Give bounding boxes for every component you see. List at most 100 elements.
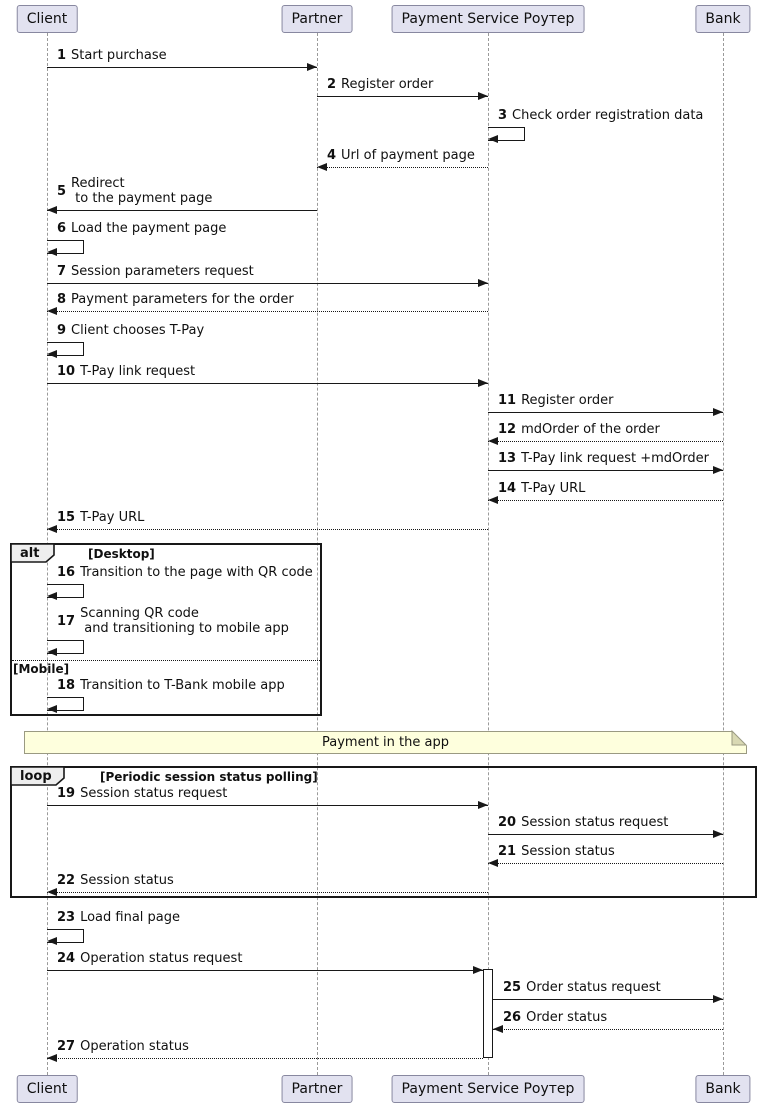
message-line [47, 283, 488, 284]
arrowhead [47, 648, 57, 656]
message-line [47, 805, 488, 806]
arrowhead [713, 830, 723, 838]
message-text: Order status request [526, 980, 661, 995]
message-number: 24 [57, 951, 76, 966]
message-line [317, 96, 488, 97]
message-text: Register order [341, 77, 434, 92]
message-text: mdOrder of the order [521, 422, 660, 437]
message-line [47, 529, 488, 530]
message-text: Transition to T-Bank mobile app [80, 678, 285, 693]
participant-box-top: Partner [281, 5, 353, 33]
self-message-arrow [47, 342, 84, 356]
message-line [47, 970, 483, 971]
arrowhead [713, 466, 723, 474]
message-number: 16 [57, 565, 76, 580]
message-number: 13 [498, 451, 517, 466]
message-label: 16 Transition to the page with QR code [57, 565, 313, 580]
message-line [488, 470, 723, 471]
message-line [47, 311, 488, 312]
message-number: 21 [498, 844, 517, 859]
lifeline [488, 33, 489, 1075]
arrowhead [488, 135, 498, 143]
arrowhead [47, 888, 57, 896]
message-label: 14 T-Pay URL [498, 481, 585, 496]
message-line [317, 167, 488, 168]
arrowhead [713, 995, 723, 1003]
fragment-keyword: alt [20, 546, 40, 561]
arrowhead [47, 206, 57, 214]
message-line [47, 210, 317, 211]
message-number: 5 [57, 183, 67, 199]
participant-box-bottom: Bank [695, 1075, 751, 1103]
message-label: 18 Transition to T-Bank mobile app [57, 678, 285, 693]
arrowhead [478, 279, 488, 287]
message-text: Client chooses T-Pay [71, 323, 205, 338]
arrowhead [47, 592, 57, 600]
message-text: Operation status request [80, 951, 243, 966]
self-message-arrow [47, 240, 84, 254]
arrowhead [488, 496, 498, 504]
message-label: 11 Register order [498, 393, 613, 408]
note-fold-icon [731, 729, 748, 746]
message-line [493, 999, 723, 1000]
message-text: Scanning QR code and transitioning to mo… [80, 606, 289, 636]
message-text: Register order [521, 393, 614, 408]
fragment-condition: [Desktop] [88, 547, 155, 561]
message-number: 7 [57, 264, 67, 279]
arrowhead [478, 801, 488, 809]
lifeline [317, 33, 318, 1075]
self-message-arrow [488, 127, 525, 141]
arrowhead [478, 92, 488, 100]
participant-box-top: Payment Service Роутер [391, 5, 585, 33]
fragment-frame-alt [10, 543, 322, 716]
message-label: 7 Session parameters request [57, 264, 254, 279]
message-number: 23 [57, 910, 76, 925]
message-text: Session parameters request [71, 264, 254, 279]
fragment-divider-label: [Mobile] [13, 662, 70, 676]
message-number: 11 [498, 393, 517, 408]
self-message-arrow [47, 640, 84, 654]
arrowhead [488, 437, 498, 445]
message-label: 4 Url of payment page [327, 148, 475, 163]
message-line [488, 500, 723, 501]
arrowhead [307, 63, 317, 71]
message-text: Order status [526, 1010, 608, 1025]
fragment-tab [10, 543, 55, 563]
arrowhead [713, 408, 723, 416]
message-line [47, 383, 488, 384]
participant-box-top: Bank [695, 5, 751, 33]
message-line [488, 441, 723, 442]
activation-bar [483, 969, 493, 1058]
message-number: 18 [57, 678, 76, 693]
message-number: 4 [327, 148, 337, 163]
fragment-frame-loop [10, 766, 757, 898]
message-line [493, 1029, 723, 1030]
message-text: T-Pay link request [80, 364, 196, 379]
message-number: 15 [57, 510, 76, 525]
message-number: 17 [57, 613, 76, 629]
arrowhead [47, 350, 57, 358]
message-number: 14 [498, 481, 517, 496]
message-line [488, 863, 723, 864]
message-text: Load the payment page [71, 221, 227, 236]
arrowhead [47, 937, 57, 945]
message-text: Start purchase [71, 48, 167, 63]
fragment-condition: [Periodic session status polling] [100, 770, 318, 784]
message-text: Url of payment page [341, 148, 475, 163]
message-text: Transition to the page with QR code [80, 565, 313, 580]
message-text: Session status request [80, 786, 228, 801]
message-text: T-Pay URL [521, 481, 586, 496]
arrowhead [47, 525, 57, 533]
message-number: 20 [498, 815, 517, 830]
message-text: Session status [80, 873, 174, 888]
